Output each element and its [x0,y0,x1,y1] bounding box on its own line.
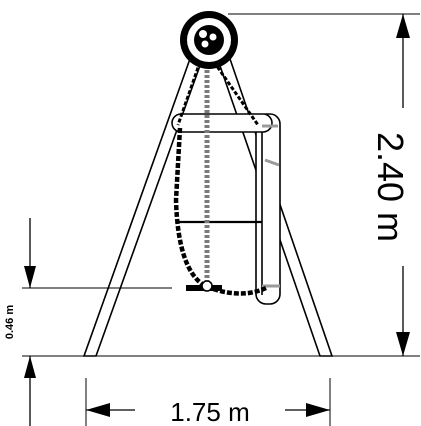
seat-backrest [255,113,281,305]
hook-ring [201,280,213,292]
height-dimension: 2.40 m [228,13,420,357]
seat-frame [171,113,281,305]
width-arrow-left [86,403,110,417]
pulley [180,11,238,69]
height-arrow-down [396,332,410,356]
height-label: 2.40 m [370,132,411,242]
left-leg [82,54,204,357]
bottom-hook [186,280,222,292]
height-arrow-up [396,14,410,38]
pulley-dot-2 [209,33,217,41]
seat-height-arrow-up [24,356,36,378]
width-arrow-right [306,403,330,417]
pulley-hub [194,25,224,55]
seat-top-bar [171,113,273,133]
pulley-dot-1 [199,30,207,38]
chains [173,60,267,296]
pulley-dot-3 [201,40,209,48]
clamp-mid [264,158,280,167]
seat-height-label: 0.46 m [4,305,16,339]
width-label: 1.75 m [170,397,250,426]
diag-chain-left [176,61,202,126]
width-dimension: 1.75 m [85,378,331,426]
seat-height-arrow-down [24,266,36,288]
seat-height-dimension: 0.46 m [4,218,172,426]
diag-chain-right [212,61,260,126]
